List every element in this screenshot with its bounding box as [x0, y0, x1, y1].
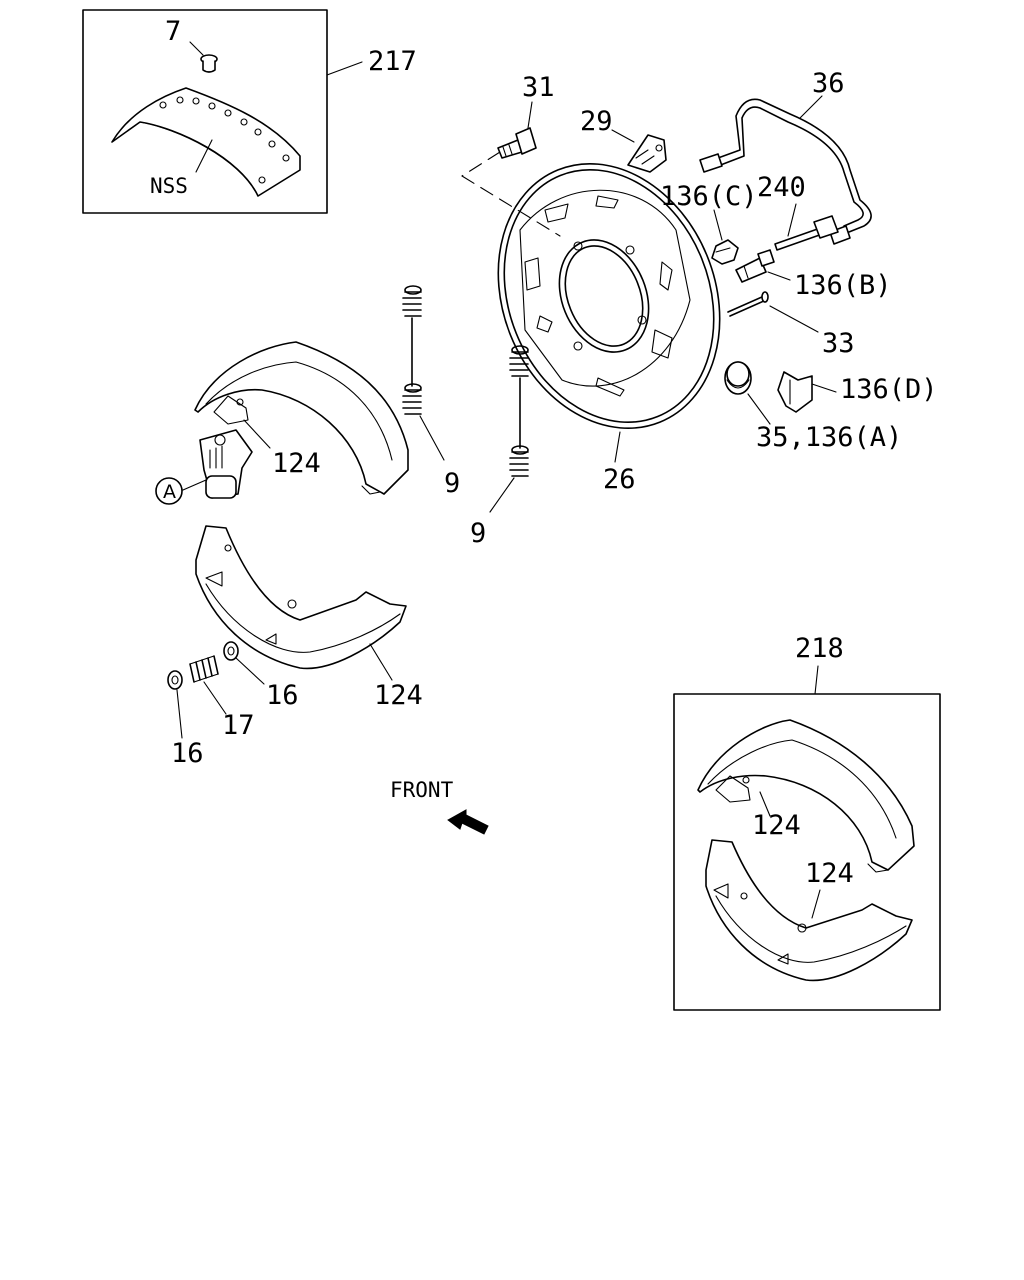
label-124-lower: 124 [374, 680, 423, 711]
return-spring-upper [402, 285, 422, 415]
assembly-line-bolt-to-plate [461, 175, 561, 237]
label-16-left: 16 [171, 738, 204, 769]
leader-35-136a [747, 393, 771, 425]
rivet-part [200, 54, 218, 73]
leader-9-lower [489, 477, 515, 513]
cap-part [724, 361, 752, 395]
label-36: 36 [812, 68, 845, 99]
brake-pipe-part [699, 98, 872, 245]
label-240: 240 [757, 172, 806, 203]
brake-shoe-upper [194, 341, 409, 495]
label-136d: 136(D) [840, 374, 938, 405]
clip-part [777, 371, 813, 413]
label-33: 33 [822, 328, 855, 359]
pin-part [727, 291, 769, 317]
leader-124-upper [243, 419, 271, 449]
bleeder-screw-part [774, 215, 839, 251]
leader-a [182, 479, 207, 491]
leader-16-left [176, 689, 183, 739]
brake-shoe-lower [195, 525, 407, 670]
wheel-cylinder-part [199, 429, 253, 499]
leader-136b [767, 271, 791, 281]
front-label: FRONT [390, 778, 454, 802]
leader-136c [713, 209, 723, 241]
leader-218-124-upper [759, 791, 771, 817]
leader-16-right [235, 657, 265, 685]
bracket-part [627, 134, 667, 173]
bleeder-cap-part [735, 249, 775, 283]
leader-33 [769, 305, 819, 333]
label-136b: 136(B) [794, 270, 892, 301]
label-217: 217 [368, 46, 417, 77]
label-nss: NSS [150, 174, 188, 198]
label-7: 7 [165, 16, 181, 47]
brake-lining-part [111, 87, 301, 197]
kit-box-218-frame [673, 693, 941, 1011]
callout-a-circle [155, 477, 183, 505]
kit-box-217-frame [82, 9, 328, 214]
leader-26 [614, 431, 621, 463]
kit-218-shoe-lower [705, 839, 913, 982]
plug-part [711, 239, 739, 265]
leader-240 [787, 203, 797, 237]
return-spring-lower [509, 345, 529, 477]
leader-9-upper [419, 415, 445, 461]
adjuster-spring-part [189, 655, 219, 683]
label-218-124-lower: 124 [805, 858, 854, 889]
label-26: 26 [603, 464, 636, 495]
backing-plate-part [497, 162, 721, 430]
leader-218 [814, 665, 819, 695]
label-31: 31 [522, 72, 555, 103]
kit-box-218: 218 124 124 [673, 633, 941, 1011]
callout-a-label: A [163, 481, 176, 503]
front-arrow-icon [447, 809, 489, 835]
kit-218-shoe-upper [697, 719, 915, 873]
washer-left-part [167, 670, 183, 690]
label-136c: 136(C) [660, 181, 758, 212]
leader-nss [195, 139, 213, 173]
leader-29 [611, 129, 635, 143]
bolt-part [497, 127, 537, 159]
label-218-124-upper: 124 [752, 810, 801, 841]
label-29: 29 [580, 106, 613, 137]
leader-218-124-lower [811, 889, 821, 919]
washer-right-part [223, 641, 239, 661]
leader-36 [799, 95, 823, 119]
leader-217 [326, 61, 363, 76]
label-124-upper: 124 [272, 448, 321, 479]
leader-124-lower [369, 643, 393, 681]
leader-17 [203, 681, 227, 715]
label-9-lower: 9 [470, 518, 486, 549]
assembly-line-bolt [461, 151, 501, 177]
leader-136d [811, 383, 837, 393]
kit-box-217: 217 7 NSS [82, 9, 417, 214]
leader-31 [527, 101, 533, 129]
leader-7 [189, 41, 204, 56]
label-35-136a: 35,136(A) [756, 422, 902, 453]
label-218: 218 [795, 633, 844, 664]
label-17: 17 [222, 710, 255, 741]
label-16-right: 16 [266, 680, 299, 711]
label-9-upper: 9 [444, 468, 460, 499]
